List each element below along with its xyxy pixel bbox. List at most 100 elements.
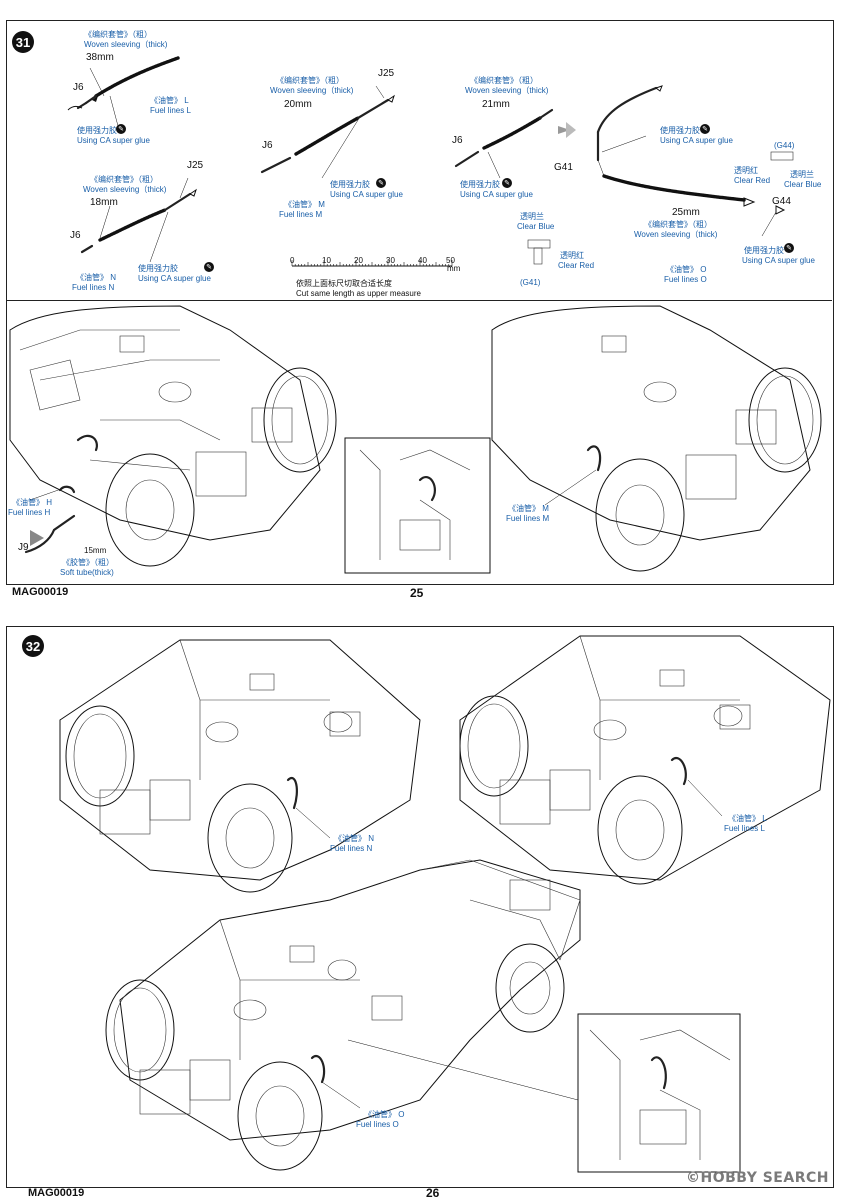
part-g44: G44 xyxy=(772,196,791,207)
fuel-line-label: Fuel lines O xyxy=(664,275,707,284)
part-j25: J25 xyxy=(378,68,395,79)
ruler-tick-10: 10 xyxy=(322,256,331,265)
sleeve-label-cn: 《编织套管》（粗） xyxy=(84,30,152,39)
page-number: 26 xyxy=(426,1186,440,1200)
fuel-line-o-part-a-diagram xyxy=(454,108,576,179)
glue-label-cn: 使用强力胶 xyxy=(460,180,500,189)
fuel-line-label-cn: 《油管》 M xyxy=(508,504,549,513)
fuel-line-label-cn: 《油管》 H xyxy=(12,498,52,507)
glue-label-cn: 使用强力胶 xyxy=(138,264,178,273)
clear-red-label-cn: 透明红 xyxy=(734,166,758,175)
clear-blue-label-cn: 透明兰 xyxy=(520,212,544,221)
glue-bottle-icon: ✎ xyxy=(502,178,512,188)
fuel-line-label: Fuel lines O xyxy=(356,1120,399,1129)
fuel-line-label: Fuel lines M xyxy=(279,210,323,219)
sleeve-label-cn: 《编织套管》（粗） xyxy=(90,175,158,184)
clear-blue-label: Clear Blue xyxy=(517,222,555,231)
fuel-line-l-diagram xyxy=(67,56,180,127)
glue-label-cn: 使用强力胶 xyxy=(77,126,117,135)
sleeve-label: Woven sleeving（thick) xyxy=(465,86,549,95)
fuel-line-label-cn: 《油管》 N xyxy=(76,273,116,282)
part-g41: G41 xyxy=(554,162,573,173)
length-label: 20mm xyxy=(284,99,312,110)
watermark: ©HOBBY SEARCH xyxy=(686,1170,829,1186)
length-label: 18mm xyxy=(90,197,118,208)
part-j9: J9 xyxy=(18,542,29,553)
sleeve-label: Woven sleeving（thick) xyxy=(84,40,168,49)
length-label: 25mm xyxy=(672,207,700,218)
fuel-line-label: Fuel lines N xyxy=(330,844,373,853)
clear-blue-label-cn: 透明兰 xyxy=(790,170,814,179)
glue-label: Using CA super glue xyxy=(138,274,211,283)
glue-bottle-icon: ✎ xyxy=(204,262,214,272)
page-number: 25 xyxy=(410,586,424,600)
fuel-line-label: Fuel lines H xyxy=(8,508,51,517)
footer-code: MAG00019 xyxy=(12,586,69,598)
g44-paren-label: (G44) xyxy=(774,141,795,150)
fuel-line-label-cn: 《油管》 M xyxy=(284,200,325,209)
fuel-line-o-part-b-diagram xyxy=(527,85,794,265)
part-j6: J6 xyxy=(452,135,463,146)
ruler-unit: mm xyxy=(447,264,461,273)
sleeve-label: Woven sleeving（thick) xyxy=(634,230,718,239)
fuel-line-label: Fuel lines N xyxy=(72,283,115,292)
part-j25: J25 xyxy=(187,160,204,171)
glue-label: Using CA super glue xyxy=(460,190,533,199)
glue-label: Using CA super glue xyxy=(77,136,150,145)
soft-tube-length: 15mm xyxy=(84,546,107,555)
sleeve-label-cn: 《编织套管》（粗） xyxy=(644,220,712,229)
glue-label: Using CA super glue xyxy=(742,256,815,265)
sleeve-label: Woven sleeving（thick) xyxy=(270,86,354,95)
clear-red-label: Clear Red xyxy=(734,176,771,185)
step-number-badge: 32 xyxy=(22,635,44,657)
ruler-tick-50: 50 xyxy=(446,256,455,265)
fuel-line-label-cn: 《油管》 N xyxy=(334,834,374,843)
fuel-line-label: Fuel lines L xyxy=(150,106,191,115)
fuel-line-label-cn: 《油管》 L xyxy=(150,96,189,105)
glue-label: Using CA super glue xyxy=(660,136,733,145)
glue-label-cn: 使用强力胶 xyxy=(330,180,370,189)
length-label: 38mm xyxy=(86,52,114,63)
ruler-tick-0: 0 xyxy=(290,256,295,265)
fuel-line-label: Fuel lines L xyxy=(724,824,765,833)
clear-red-label: Clear Red xyxy=(558,261,595,270)
glue-label: Using CA super glue xyxy=(330,190,403,199)
fuel-line-label-cn: 《油管》 O xyxy=(666,265,707,274)
glue-bottle-icon: ✎ xyxy=(784,243,794,253)
ruler-tick-40: 40 xyxy=(418,256,427,265)
clear-red-label-cn: 透明红 xyxy=(560,251,584,260)
part-j6: J6 xyxy=(73,82,84,93)
ruler-note: Cut same length as upper measure xyxy=(296,289,421,298)
part-j6: J6 xyxy=(70,230,81,241)
glue-label-cn: 使用强力胶 xyxy=(744,246,784,255)
glue-bottle-icon: ✎ xyxy=(376,178,386,188)
ruler-tick-20: 20 xyxy=(354,256,363,265)
engine-bay-illustration-right xyxy=(344,305,822,574)
page-25-divider xyxy=(6,300,832,301)
glue-bottle-icon: ✎ xyxy=(700,124,710,134)
glue-bottle-icon: ✎ xyxy=(116,124,126,134)
soft-tube-label: Soft tube(thick) xyxy=(60,568,114,577)
measuring-ruler xyxy=(291,260,453,267)
ruler-note-cn: 依照上面标尺切取合适长度 xyxy=(296,279,392,288)
length-label: 21mm xyxy=(482,99,510,110)
glue-label-cn: 使用强力胶 xyxy=(660,126,700,135)
footer-code: MAG00019 xyxy=(28,1187,85,1199)
fuel-line-m-diagram xyxy=(260,85,395,179)
fuel-line-label: Fuel lines M xyxy=(506,514,550,523)
engine-bay-illustration-left xyxy=(9,305,337,567)
fuel-line-label-cn: 《油管》 O xyxy=(364,1110,405,1119)
sleeve-label-cn: 《编织套管》（粗） xyxy=(276,76,344,85)
clear-blue-label: Clear Blue xyxy=(784,180,822,189)
part-j6: J6 xyxy=(262,140,273,151)
step-number-badge: 31 xyxy=(12,31,34,53)
sleeve-label: Woven sleeving（thick) xyxy=(83,185,167,194)
ruler-tick-30: 30 xyxy=(386,256,395,265)
g41-paren-label: (G41) xyxy=(520,278,541,287)
fuel-line-n-diagram xyxy=(80,177,197,263)
soft-tube-label-cn: 《胶管》（粗） xyxy=(62,558,114,567)
fuel-line-label-cn: 《油管》 L xyxy=(728,814,767,823)
